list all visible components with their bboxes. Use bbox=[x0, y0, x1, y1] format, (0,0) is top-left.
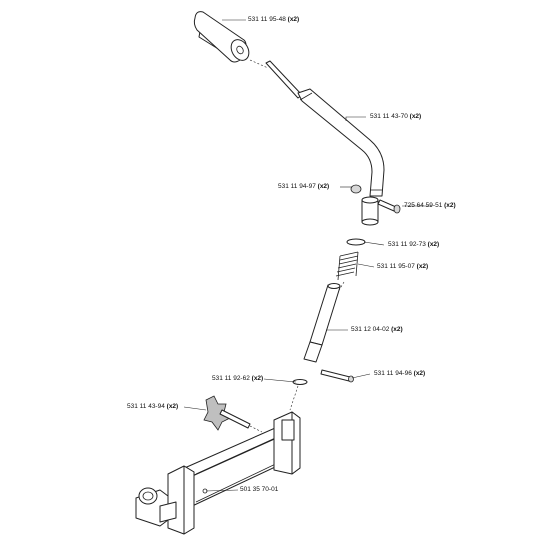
label-pin: 531 11 94-96 (x2) bbox=[374, 370, 425, 378]
part-qty: (x2) bbox=[287, 16, 300, 23]
part-qty: (x2) bbox=[413, 370, 426, 377]
leader-lines bbox=[183, 19, 432, 492]
part-number: 531 11 43-70 bbox=[370, 113, 408, 120]
label-nut: 531 11 94-97 (x2) bbox=[278, 183, 329, 191]
part-qty: (x2) bbox=[427, 241, 440, 248]
label-knob: 531 11 43-94 (x2) bbox=[127, 403, 178, 411]
washer-upper bbox=[346, 238, 366, 246]
pin bbox=[320, 369, 354, 383]
part-qty: (x2) bbox=[416, 263, 429, 270]
bolt bbox=[377, 199, 401, 214]
part-number: 531 11 95-07 bbox=[377, 263, 415, 270]
part-number: 531 11 95-48 bbox=[248, 16, 286, 23]
part-number: 531 11 92-73 bbox=[388, 241, 426, 248]
part-number: 531 11 43-94 bbox=[127, 403, 165, 410]
part-number: 501 35 70-01 bbox=[240, 486, 279, 493]
label-spring: 531 11 95-07 (x2) bbox=[377, 263, 428, 271]
rod bbox=[303, 283, 341, 363]
label-bolt: 725 64 59-51 (x2) bbox=[404, 202, 456, 210]
part-number: 531 12 04-02 bbox=[351, 326, 390, 333]
label-base-frame: 501 35 70-01 bbox=[240, 486, 278, 494]
part-qty: (x2) bbox=[166, 403, 179, 410]
handle-tube bbox=[265, 60, 385, 197]
part-number: 531 11 94-97 bbox=[278, 183, 316, 190]
tube-collar bbox=[361, 196, 379, 226]
label-rod: 531 12 04-02 (x2) bbox=[351, 326, 403, 334]
part-number: 531 11 94-96 bbox=[374, 370, 412, 377]
label-grip: 531 11 95-48 (x2) bbox=[248, 16, 299, 24]
base-frame bbox=[135, 411, 301, 535]
part-number: 531 11 92-62 bbox=[212, 375, 250, 382]
nut bbox=[350, 184, 362, 194]
part-qty: (x2) bbox=[444, 202, 456, 209]
spring bbox=[335, 251, 359, 281]
label-handle-tube: 531 11 43-70 (x2) bbox=[370, 113, 421, 121]
part-qty: (x2) bbox=[391, 326, 403, 333]
label-washer-upper: 531 11 92-73 (x2) bbox=[388, 241, 439, 249]
part-number: 725 64 59-51 bbox=[404, 202, 443, 209]
handle-grip bbox=[193, 11, 250, 63]
part-qty: (x2) bbox=[251, 375, 264, 382]
part-qty: (x2) bbox=[409, 113, 422, 120]
label-washer-lower: 531 11 92-62 (x2) bbox=[212, 375, 263, 383]
part-qty: (x2) bbox=[317, 183, 330, 190]
knob bbox=[203, 395, 263, 433]
